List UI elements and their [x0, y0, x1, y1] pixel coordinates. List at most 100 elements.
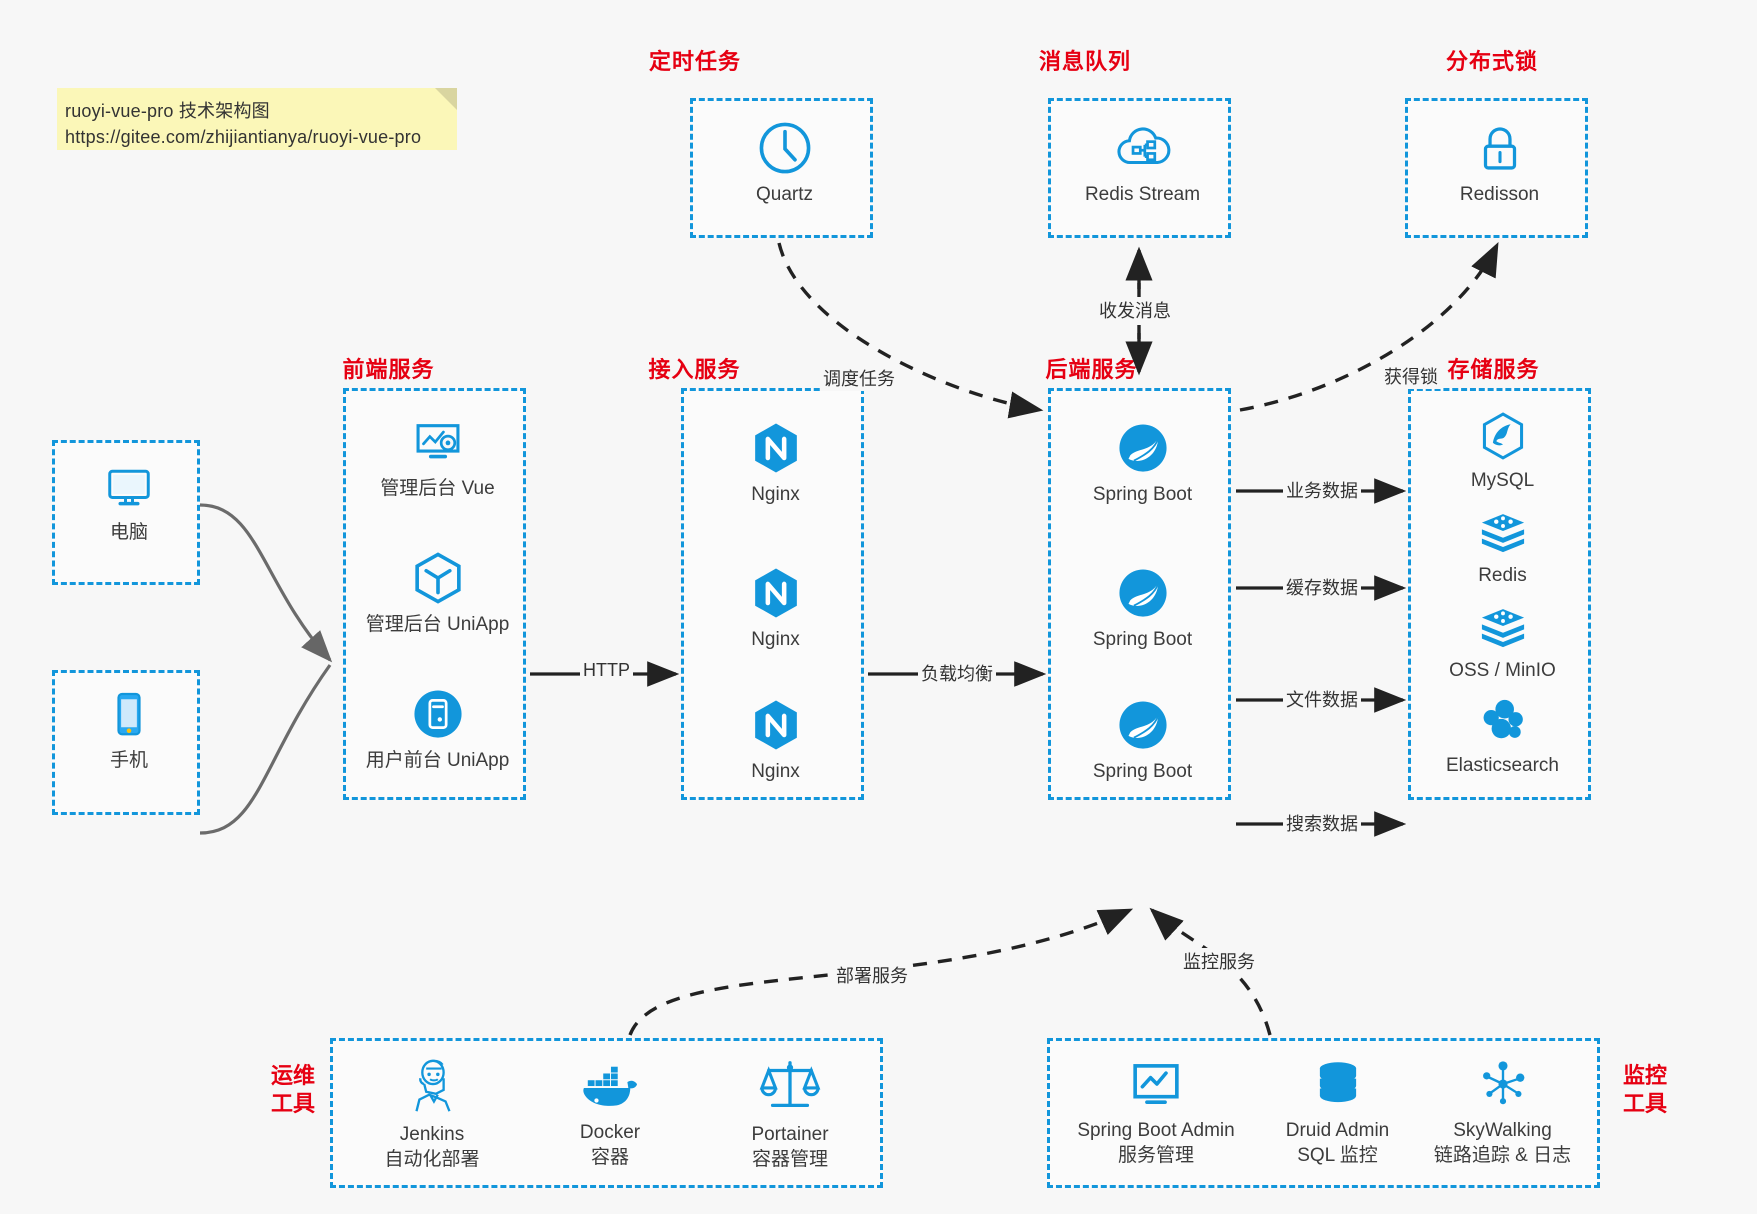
edge-label-search: 搜索数据 [1283, 810, 1361, 836]
node-admin-vue[interactable]: 管理后台 Vue [346, 413, 529, 502]
desktop-icon [101, 459, 157, 515]
node-desktop[interactable]: 电脑 [55, 459, 203, 546]
cube-icon [409, 549, 467, 607]
node-label: Jenkins [399, 1124, 465, 1145]
group-title-monitoring-line1: 监控 [1622, 1063, 1667, 1088]
edge-label-load-balance: 负载均衡 [918, 660, 996, 686]
node-docker[interactable]: Docker 容器 [525, 1059, 695, 1170]
node-redisson[interactable]: Redisson [1408, 119, 1591, 208]
group-box-gateway[interactable]: Nginx Nginx Nginx [681, 388, 864, 800]
edge-label-monitor: 监控服务 [1180, 948, 1258, 974]
node-spring-boot-3[interactable]: Spring Boot [1051, 696, 1234, 785]
node-nginx-1[interactable]: Nginx [684, 419, 867, 508]
edge-label-schedule: 调度任务 [820, 365, 898, 391]
node-elasticsearch[interactable]: Elasticsearch [1411, 694, 1594, 779]
group-title-gateway: 接入服务 [648, 357, 741, 382]
node-label: 管理后台 Vue [380, 478, 495, 499]
group-title-frontend: 前端服务 [342, 357, 435, 382]
node-label: MySQL [1470, 470, 1535, 491]
edge-label-deploy: 部署服务 [833, 962, 911, 988]
node-mobile[interactable]: 手机 [55, 687, 203, 774]
edge-mobile-to-frontend [199, 664, 332, 835]
edge-label-mq: 收发消息 [1096, 297, 1174, 323]
group-box-frontend[interactable]: 管理后台 Vue 管理后台 UniApp 用户前台 UniApp [343, 388, 526, 800]
edge-label-http: HTTP [580, 660, 633, 681]
node-nginx-3[interactable]: Nginx [684, 696, 867, 785]
node-label: Redisson [1459, 184, 1540, 205]
group-title-backend: 后端服务 [1045, 357, 1138, 382]
group-box-scheduled-task[interactable]: Quartz [690, 98, 873, 238]
group-title-message-queue: 消息队列 [1038, 49, 1131, 74]
node-user-uniapp[interactable]: 用户前台 UniApp [346, 685, 529, 774]
group-title-monitoring-line2: 工具 [1622, 1090, 1667, 1116]
app-circle-icon [409, 685, 467, 743]
client-box-mobile[interactable]: 手机 [52, 670, 200, 815]
edge-label-file: 文件数据 [1283, 686, 1361, 712]
note-line-2: https://gitee.com/zhijiantianya/ruoyi-vu… [65, 127, 422, 148]
node-oss-minio[interactable]: OSS / MinIO [1411, 599, 1594, 684]
node-redis[interactable]: Redis [1411, 504, 1594, 589]
nginx-icon [747, 696, 805, 754]
edge-label-lock: 获得锁 [1381, 363, 1441, 389]
node-spring-boot-admin[interactable]: Spring Boot Admin 服务管理 [1056, 1055, 1256, 1168]
node-label: OSS / MinIO [1449, 660, 1556, 681]
node-sublabel: 自动化部署 [384, 1148, 480, 1170]
note-fold-corner [435, 88, 457, 110]
group-box-message-queue[interactable]: Redis Stream [1048, 98, 1231, 238]
note-line-1: ruoyi-vue-pro 技术架构图 [65, 101, 270, 121]
node-nginx-2[interactable]: Nginx [684, 564, 867, 653]
node-label: Portainer [751, 1124, 829, 1145]
group-title-scheduled-task: 定时任务 [648, 49, 741, 74]
node-portainer[interactable]: Portainer 容器管理 [705, 1055, 875, 1172]
node-spring-boot-2[interactable]: Spring Boot [1051, 564, 1234, 653]
lock-icon [1471, 119, 1529, 177]
node-druid-admin[interactable]: Druid Admin SQL 监控 [1255, 1055, 1420, 1168]
node-label: Druid Admin [1285, 1120, 1390, 1141]
client-box-desktop[interactable]: 电脑 [52, 440, 200, 585]
node-label: Docker [579, 1122, 641, 1143]
node-skywalking[interactable]: SkyWalking 链路追踪 & 日志 [1405, 1055, 1600, 1168]
node-label: SkyWalking [1453, 1120, 1552, 1141]
node-jenkins[interactable]: Jenkins 自动化部署 [347, 1055, 517, 1172]
nginx-icon [747, 564, 805, 622]
dashboard-gear-icon [409, 413, 467, 471]
node-spring-boot-1[interactable]: Spring Boot [1051, 419, 1234, 508]
edge-label-business: 业务数据 [1283, 477, 1361, 503]
node-label: Spring Boot [1092, 484, 1193, 505]
node-label: Nginx [751, 629, 800, 650]
docker-icon [579, 1059, 641, 1115]
node-redis-stream[interactable]: Redis Stream [1051, 119, 1234, 208]
database-icon [1309, 1055, 1367, 1113]
node-sublabel: 容器 [590, 1146, 629, 1168]
group-box-storage[interactable]: MySQL Redis [1408, 388, 1591, 800]
scales-icon [759, 1055, 821, 1117]
group-box-backend[interactable]: Spring Boot Spring Boot Spring Boot [1048, 388, 1231, 800]
node-sublabel: SQL 监控 [1297, 1144, 1378, 1166]
node-label: Redis [1478, 565, 1527, 586]
node-label: Spring Boot Admin [1077, 1120, 1235, 1141]
edge-acquire-lock [1239, 241, 1499, 412]
edge-desktop-to-frontend [199, 503, 333, 663]
monitor-chart-icon [1127, 1055, 1185, 1113]
group-title-devops-line1: 运维 [270, 1063, 315, 1088]
node-quartz[interactable]: Quartz [693, 119, 876, 208]
node-sublabel: 链路追踪 & 日志 [1433, 1144, 1572, 1166]
diagram-note: ruoyi-vue-pro 技术架构图 https://gitee.com/zh… [57, 88, 457, 150]
node-label: Nginx [751, 761, 800, 782]
node-label: 用户前台 UniApp [365, 750, 510, 771]
node-label: Quartz [755, 184, 814, 205]
node-label: Redis Stream [1084, 184, 1201, 205]
group-box-distributed-lock[interactable]: Redisson [1405, 98, 1588, 238]
group-title-monitoring: 监控 工具 [1610, 1062, 1680, 1117]
group-box-devops[interactable]: Jenkins 自动化部署 Docker 容器 [330, 1038, 883, 1188]
node-sublabel: 容器管理 [751, 1148, 828, 1170]
node-label: 管理后台 UniApp [365, 614, 510, 635]
group-box-monitoring[interactable]: Spring Boot Admin 服务管理 Druid Admin SQL 监… [1047, 1038, 1600, 1188]
group-title-devops: 运维 工具 [258, 1062, 328, 1117]
node-label: 电脑 [109, 522, 148, 543]
node-label: Spring Boot [1092, 629, 1193, 650]
skywalking-icon [1474, 1055, 1532, 1113]
node-admin-uniapp[interactable]: 管理后台 UniApp [346, 549, 529, 638]
cloud-stream-icon [1114, 119, 1172, 177]
node-mysql[interactable]: MySQL [1411, 409, 1594, 494]
